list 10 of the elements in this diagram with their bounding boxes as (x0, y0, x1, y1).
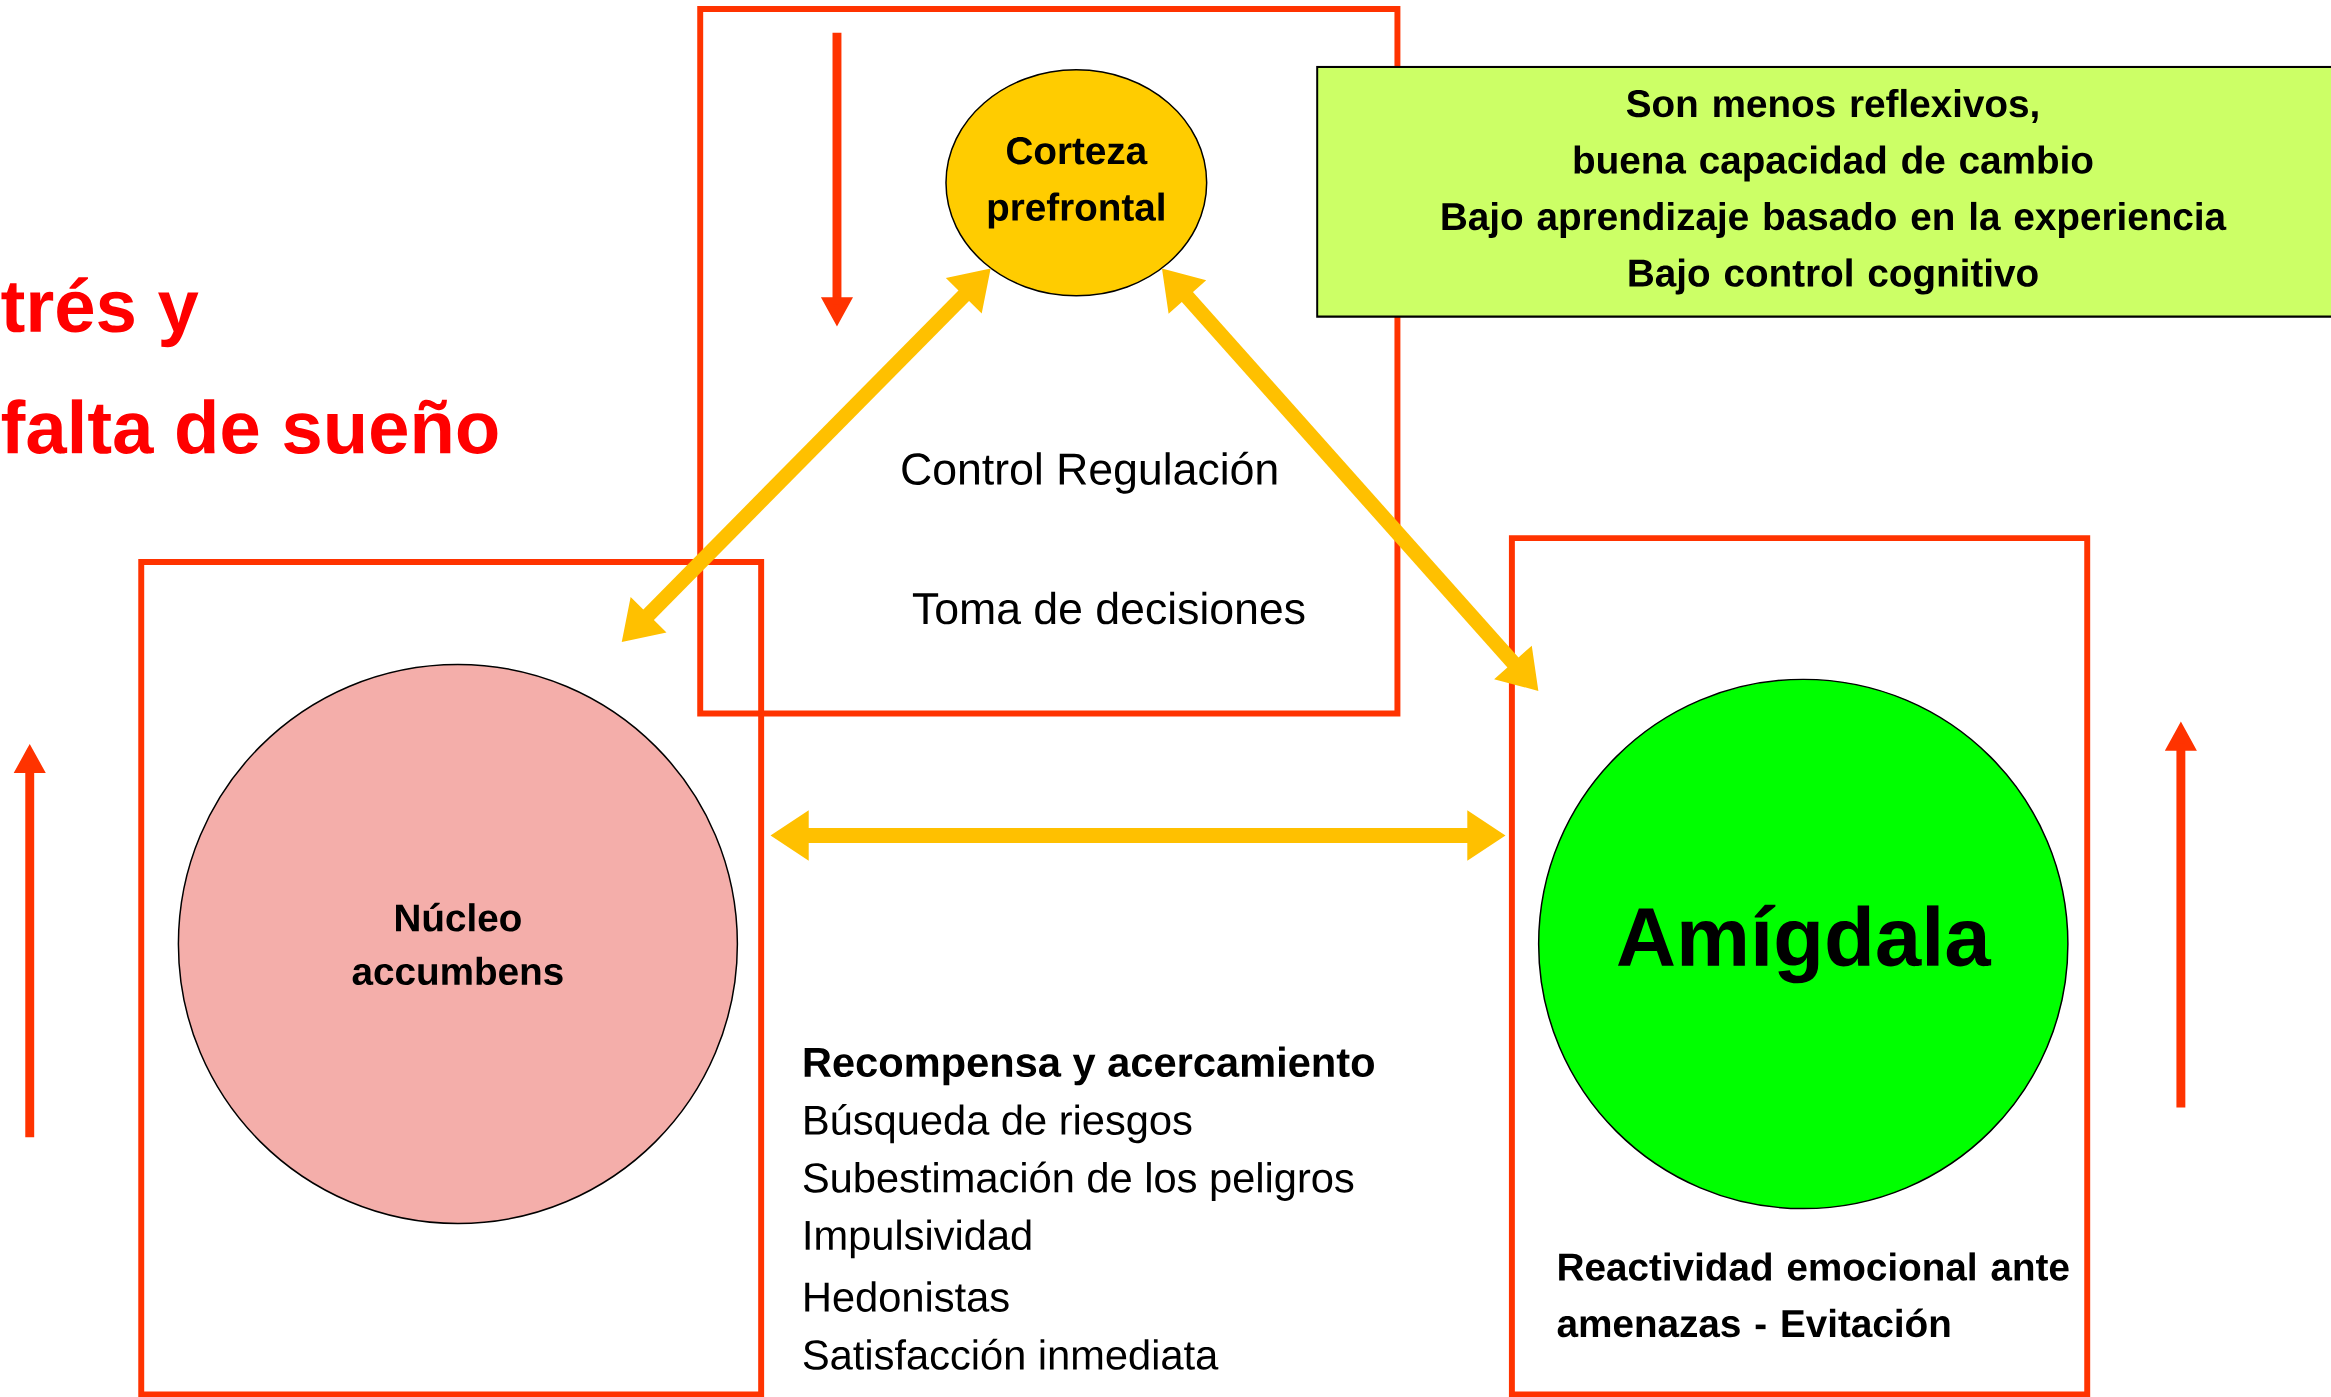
heading-text: falta de sueño (1, 399, 498, 454)
list-text: Recompensa y acercamiento (804, 1046, 1374, 1086)
list-text: Satisfacción inmediata (803, 1338, 1219, 1370)
list-text: Subestimación de los peligros (803, 1161, 1354, 1201)
list-text: Búsqueda de riesgos (805, 1103, 1192, 1143)
heading-text: trés y (1, 277, 199, 347)
region-box (138, 558, 765, 1397)
list-text: Hedonistas (805, 1281, 1009, 1312)
list-text: Impulsividad (805, 1219, 1031, 1259)
note-box: Son menos reflexivos, buena capacidad de cambio Bajo aprendizaje basado en la experiencia Bajo control cognitivo (1316, 65, 2331, 318)
